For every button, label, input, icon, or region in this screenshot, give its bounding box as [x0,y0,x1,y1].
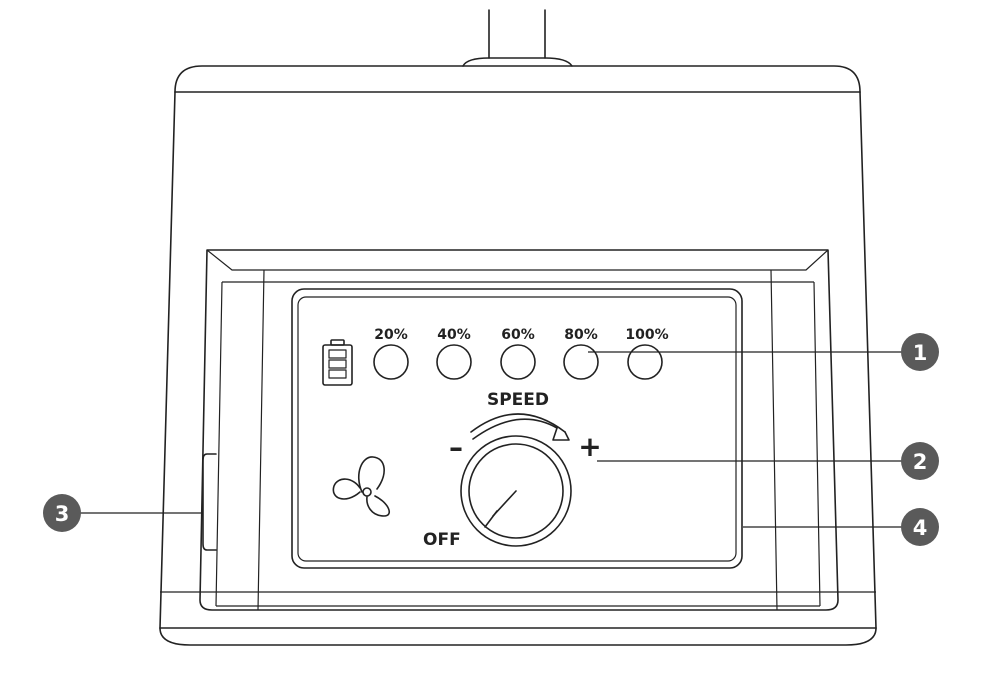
speed-level-label-60: 60% [501,327,535,343]
callout-2: 2 [901,442,939,480]
speed-level-label-100: 100% [625,327,668,343]
svg-text:4: 4 [913,516,928,540]
svg-text:2: 2 [913,450,928,474]
speed-knob[interactable] [460,435,572,547]
control-face-plate [291,288,743,569]
speed-level-label-40: 40% [437,327,471,343]
callout-3: 3 [43,494,81,532]
off-label: OFF [423,530,461,550]
speed-label: SPEED [487,390,549,410]
speed-indicator-40 [436,344,472,380]
side-switch[interactable] [202,453,217,551]
battery-icon [322,339,353,386]
svg-text:3: 3 [55,502,70,526]
speed-level-label-20: 20% [374,327,408,343]
callout-4: 4 [901,508,939,546]
stand-pole [462,9,573,67]
speed-direction-arrow [470,413,570,441]
plus-sign: + [578,430,601,463]
minus-sign: – [449,431,463,464]
housing [159,65,877,646]
speed-level-label-80: 80% [564,327,598,343]
fan-icon [332,456,391,517]
speed-indicator-80 [563,344,599,380]
speed-indicator-20 [373,344,409,380]
control-face-plate-inner [297,296,737,562]
svg-text:1: 1 [913,341,928,365]
speed-indicator-60 [500,344,536,380]
speed-indicator-100 [627,344,663,380]
callout-1: 1 [901,333,939,371]
panel-bezel [199,249,839,611]
